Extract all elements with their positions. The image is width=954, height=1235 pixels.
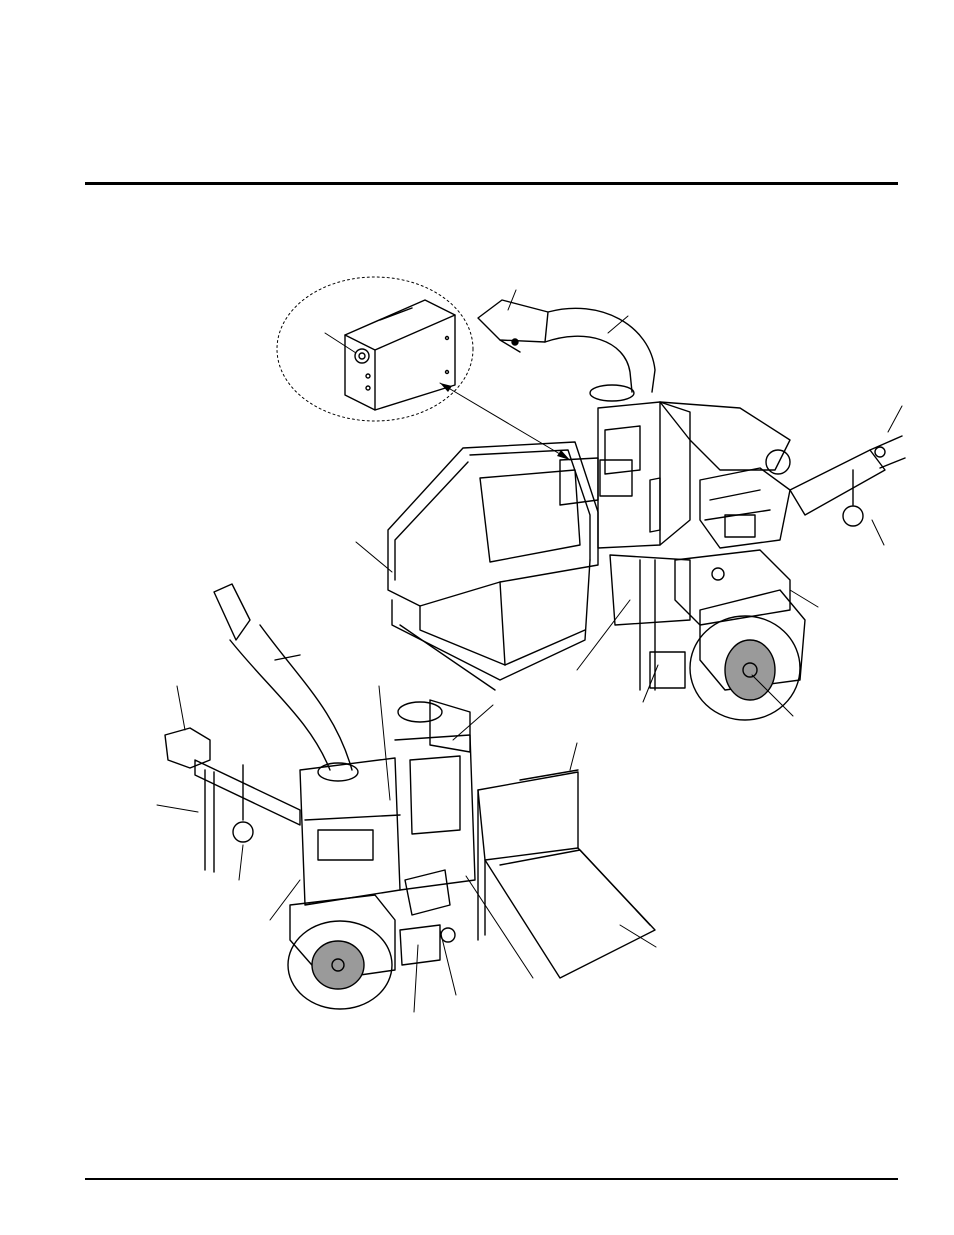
upper-discharge-chute xyxy=(477,299,656,402)
lower-tow-bar xyxy=(164,727,301,873)
inset-box-component xyxy=(344,299,456,411)
upper-machine xyxy=(355,289,906,721)
lower-feed-hopper xyxy=(477,769,656,979)
lower-control-block xyxy=(399,869,456,966)
lower-machine xyxy=(156,583,657,1013)
inset-arrow xyxy=(439,382,571,461)
upper-callout-leaders xyxy=(355,289,903,717)
lower-discharge-chute xyxy=(213,583,359,782)
lower-body xyxy=(299,699,476,906)
upper-feed-hopper xyxy=(387,441,599,691)
upper-tow-bar xyxy=(789,435,906,527)
footer-rule xyxy=(85,1178,898,1180)
lower-wheel xyxy=(287,920,393,1010)
inset-leader xyxy=(324,332,357,354)
lower-fender xyxy=(289,894,396,981)
upper-engine xyxy=(699,467,791,549)
inset-detail xyxy=(276,276,571,461)
upper-fuel-tank xyxy=(674,549,791,626)
upper-body xyxy=(559,401,691,691)
lower-callout-leaders xyxy=(156,685,657,1013)
inset-dotted-ellipse xyxy=(276,276,474,422)
header-rule xyxy=(85,182,898,185)
upper-rotor-cover xyxy=(659,401,791,475)
upper-fender xyxy=(699,589,806,691)
